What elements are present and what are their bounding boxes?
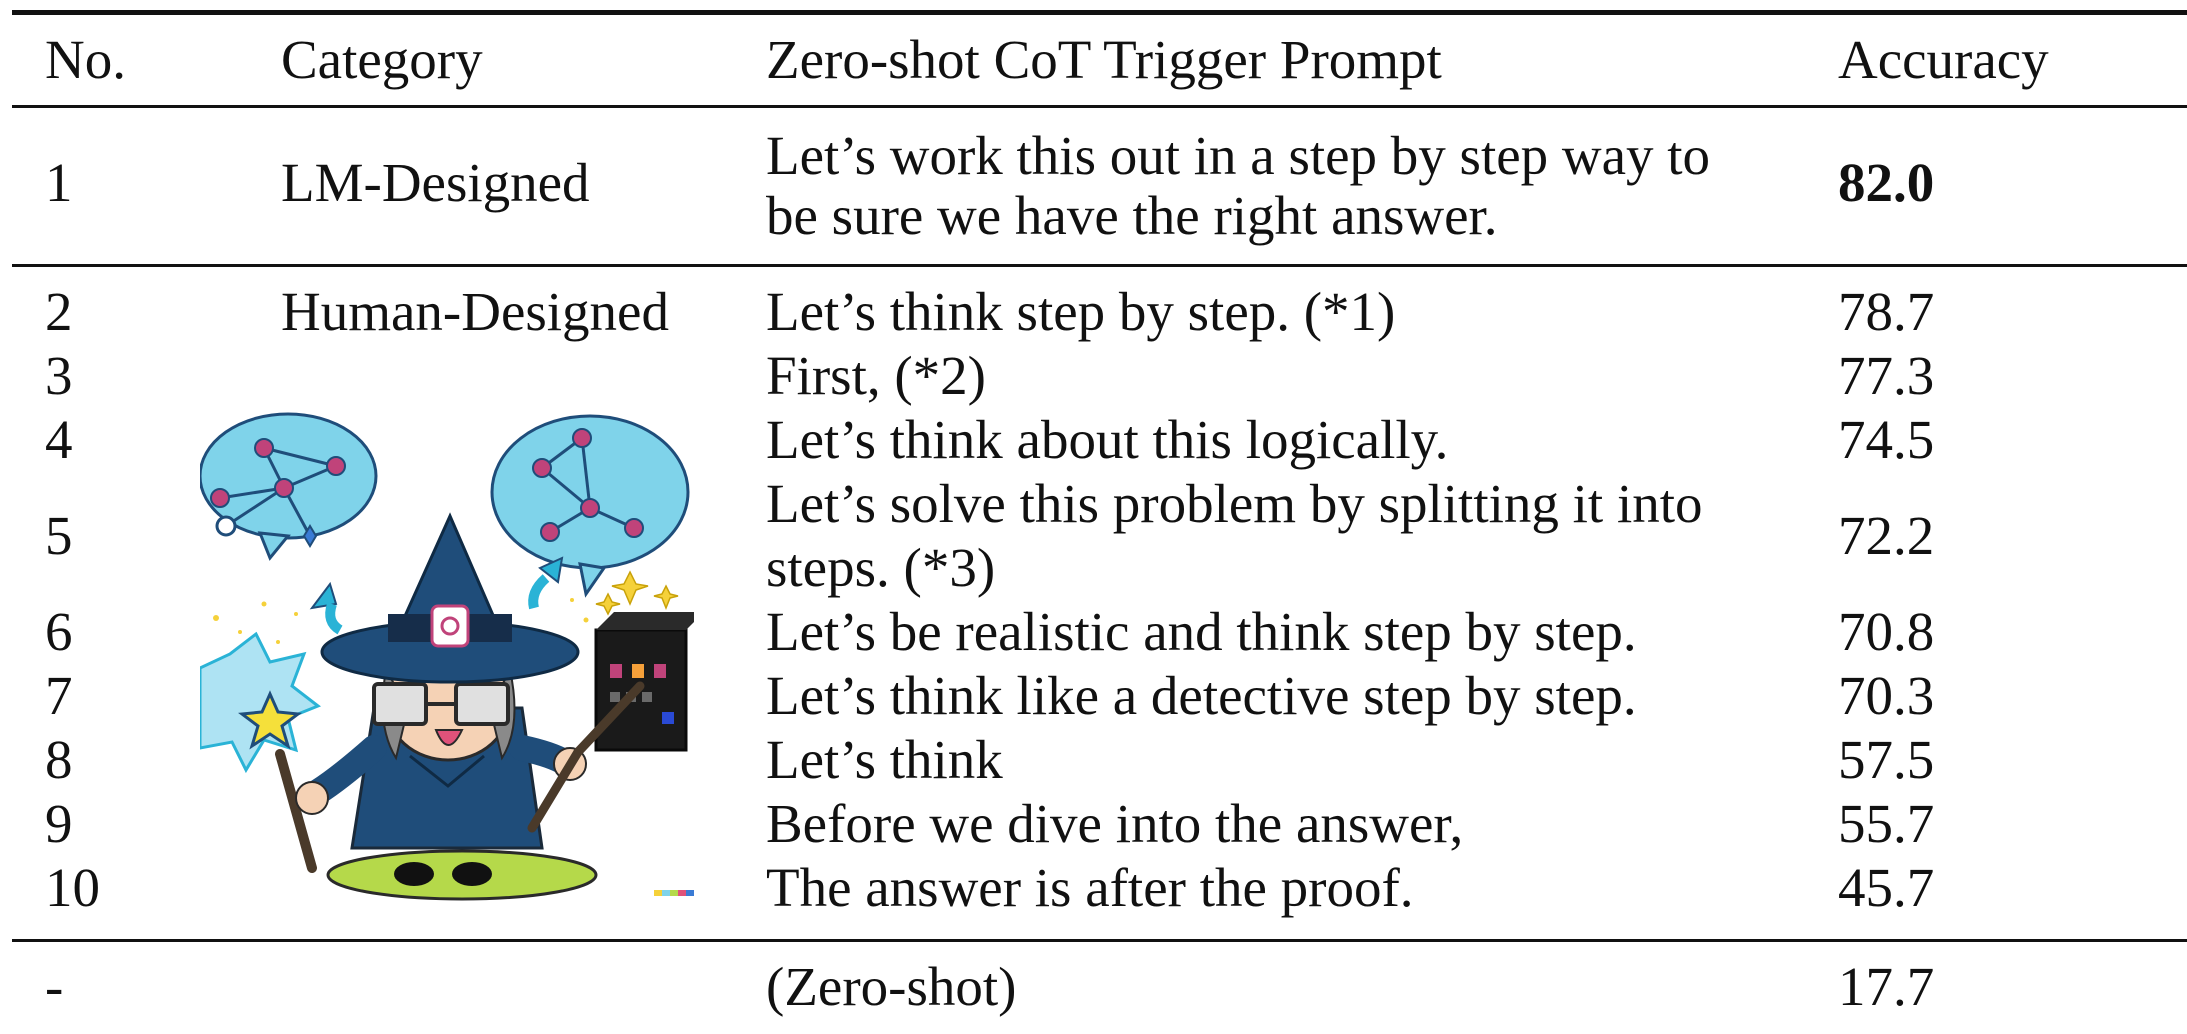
row-prompt: Let’s think about this logically. [766,409,1449,470]
row-prompt: Let’s think [766,729,1003,790]
row-accuracy: 45.7 [1838,857,1935,918]
header-prompt: Zero-shot CoT Trigger Prompt [766,29,1442,90]
row-prompt: Let’s be realistic and think step by ste… [766,601,1637,662]
row-prompt: Before we dive into the answer, [766,793,1464,854]
row-accuracy: 74.5 [1838,409,1935,470]
header-rule [12,105,2187,108]
row-category: Human-Designed [281,281,669,342]
row-no: 1 [45,152,73,213]
row-no: 10 [45,857,100,918]
row-accuracy: 17.7 [1838,956,1935,1017]
row-no: 7 [45,665,73,726]
row-accuracy: 70.3 [1838,665,1935,726]
table-top-rule [12,10,2187,15]
row-prompt-line2: be sure we have the right answer. [766,185,1498,246]
row-accuracy-best: 82.0 [1838,152,1935,213]
row-no: - [45,956,64,1017]
row-no: 8 [45,729,73,790]
header-category: Category [281,29,483,90]
row-category: LM-Designed [281,152,590,213]
row-accuracy: 78.7 [1838,281,1935,342]
row-prompt: Let’s think step by step. (*1) [766,281,1396,342]
row-no: 3 [45,345,73,406]
row-no: 6 [45,601,73,662]
baseline-rule [12,939,2187,942]
row-prompt-line1: Let’s work this out in a step by step wa… [766,125,1711,186]
row-prompt: The answer is after the proof. [766,857,1414,918]
row-accuracy: 55.7 [1838,793,1935,854]
row-no: 9 [45,793,73,854]
row-prompt: Let’s think like a detective step by ste… [766,665,1637,726]
row-prompt: (Zero-shot) [766,956,1017,1017]
row-accuracy: 57.5 [1838,729,1935,790]
group-rule [12,264,2187,267]
row-no: 2 [45,281,73,342]
row-no: 4 [45,409,73,470]
header-accuracy: Accuracy [1838,29,2049,90]
row-accuracy: 72.2 [1838,505,1935,566]
row-prompt: First, (*2) [766,345,986,406]
row-accuracy: 70.8 [1838,601,1935,662]
row-accuracy: 77.3 [1838,345,1935,406]
row-no: 5 [45,505,73,566]
row-prompt-line2: steps. (*3) [766,537,996,598]
wizard-illustration [198,408,704,902]
row-prompt-line1: Let’s solve this problem by splitting it… [766,473,1703,534]
header-no: No. [45,29,126,90]
